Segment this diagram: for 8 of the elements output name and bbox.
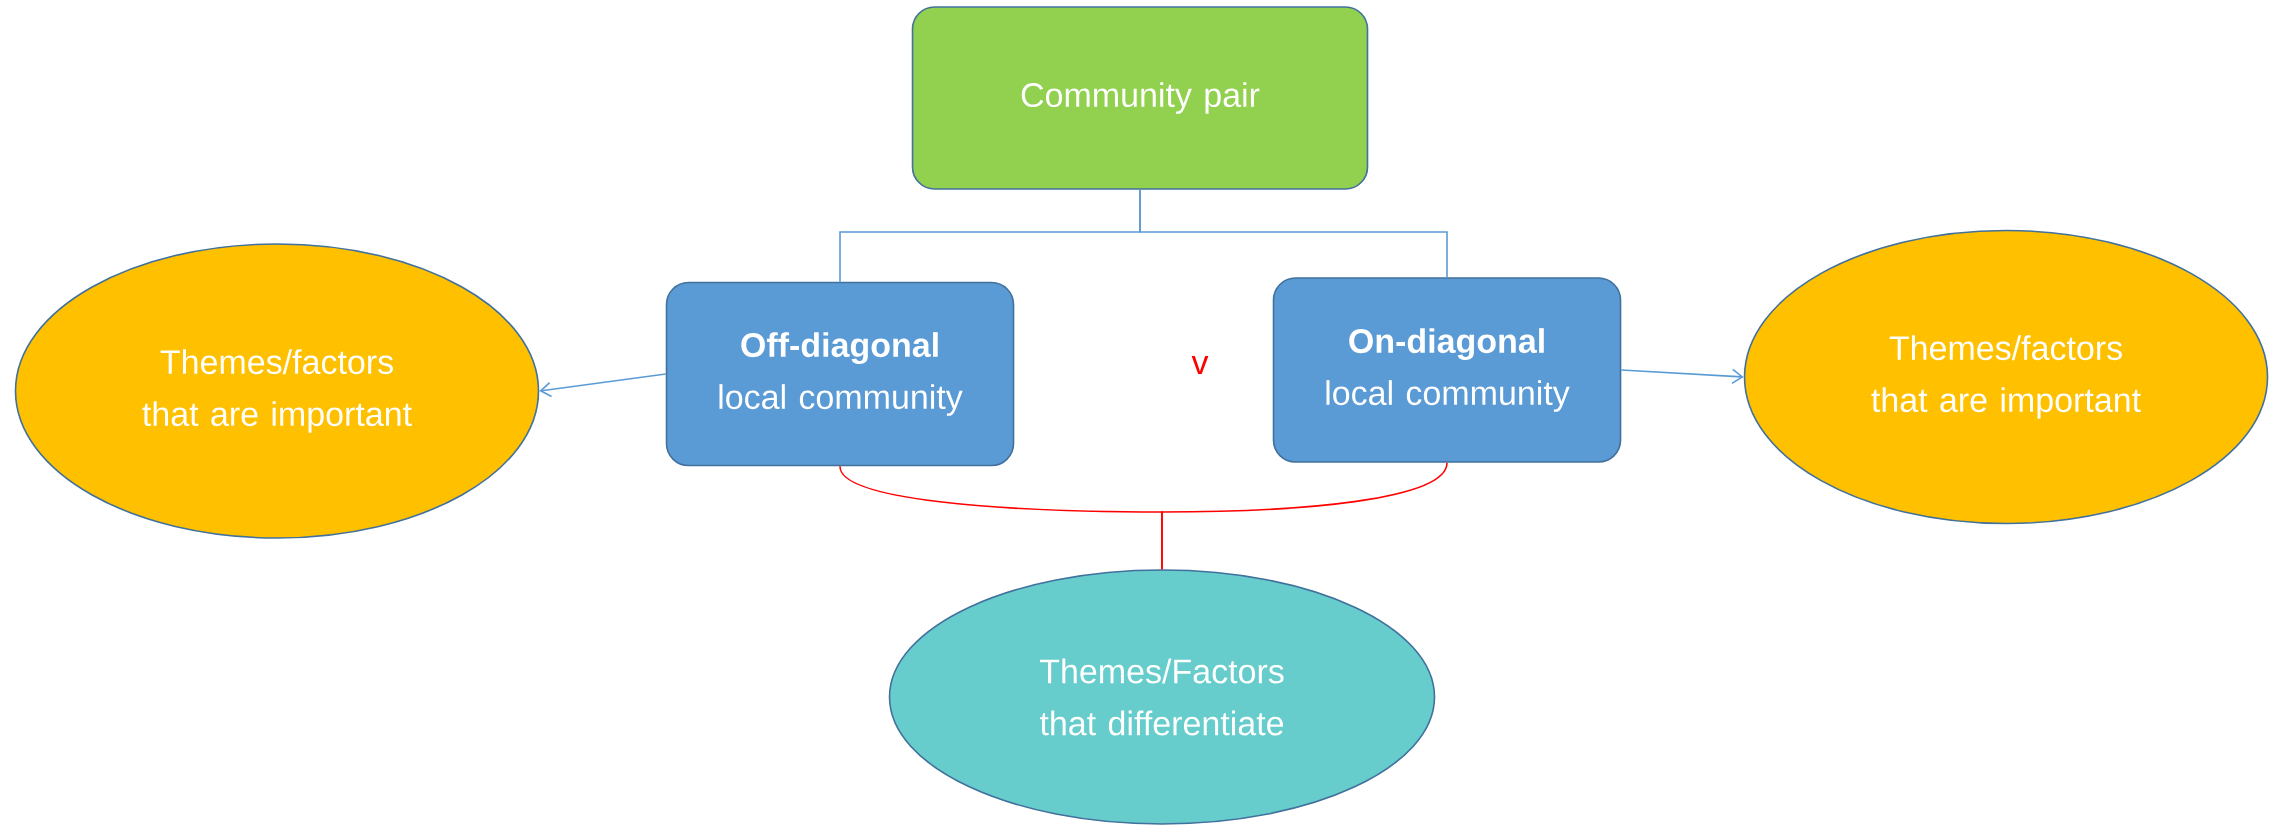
process-box: On-diagonal local community: [1272, 277, 1622, 463]
connector: [1161, 462, 1448, 570]
connector: [539, 373, 667, 398]
process-box: Off-diagonal local community: [665, 281, 1015, 467]
versus-label: v: [1191, 356, 1209, 374]
connector: [1139, 189, 1448, 278]
connector: [1620, 368, 1744, 385]
process-box: Community pair: [911, 6, 1369, 190]
